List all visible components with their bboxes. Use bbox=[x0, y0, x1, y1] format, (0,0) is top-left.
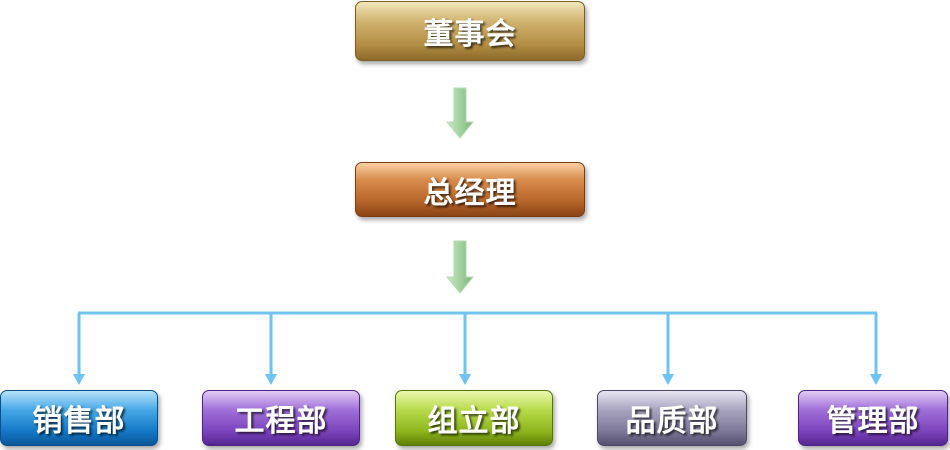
department-node-assembly: 组立部 bbox=[395, 390, 553, 446]
board-label: 董事会 bbox=[423, 17, 517, 52]
department-label-assembly: 组立部 bbox=[427, 404, 521, 439]
board-to-gm-arrow bbox=[445, 87, 475, 139]
board-node: 董事会 bbox=[355, 1, 585, 61]
drop-arrow-engineering bbox=[265, 374, 277, 385]
general-manager-node: 总经理 bbox=[355, 162, 585, 217]
department-label-sales: 销售部 bbox=[32, 404, 126, 439]
gm-to-departments-arrow bbox=[445, 240, 475, 294]
department-label-engineering: 工程部 bbox=[234, 404, 328, 439]
department-label-quality: 品质部 bbox=[625, 404, 719, 439]
department-node-engineering: 工程部 bbox=[202, 390, 360, 446]
department-node-sales: 销售部 bbox=[0, 390, 158, 446]
department-node-administration: 管理部 bbox=[798, 390, 948, 446]
general-manager-label: 总经理 bbox=[423, 175, 517, 211]
department-node-quality: 品质部 bbox=[597, 390, 747, 446]
department-label-administration: 管理部 bbox=[826, 404, 920, 439]
drop-arrow-assembly bbox=[459, 374, 471, 385]
drop-arrow-sales bbox=[73, 374, 85, 385]
drop-arrow-administration bbox=[870, 374, 882, 385]
drop-arrow-quality bbox=[662, 374, 674, 385]
